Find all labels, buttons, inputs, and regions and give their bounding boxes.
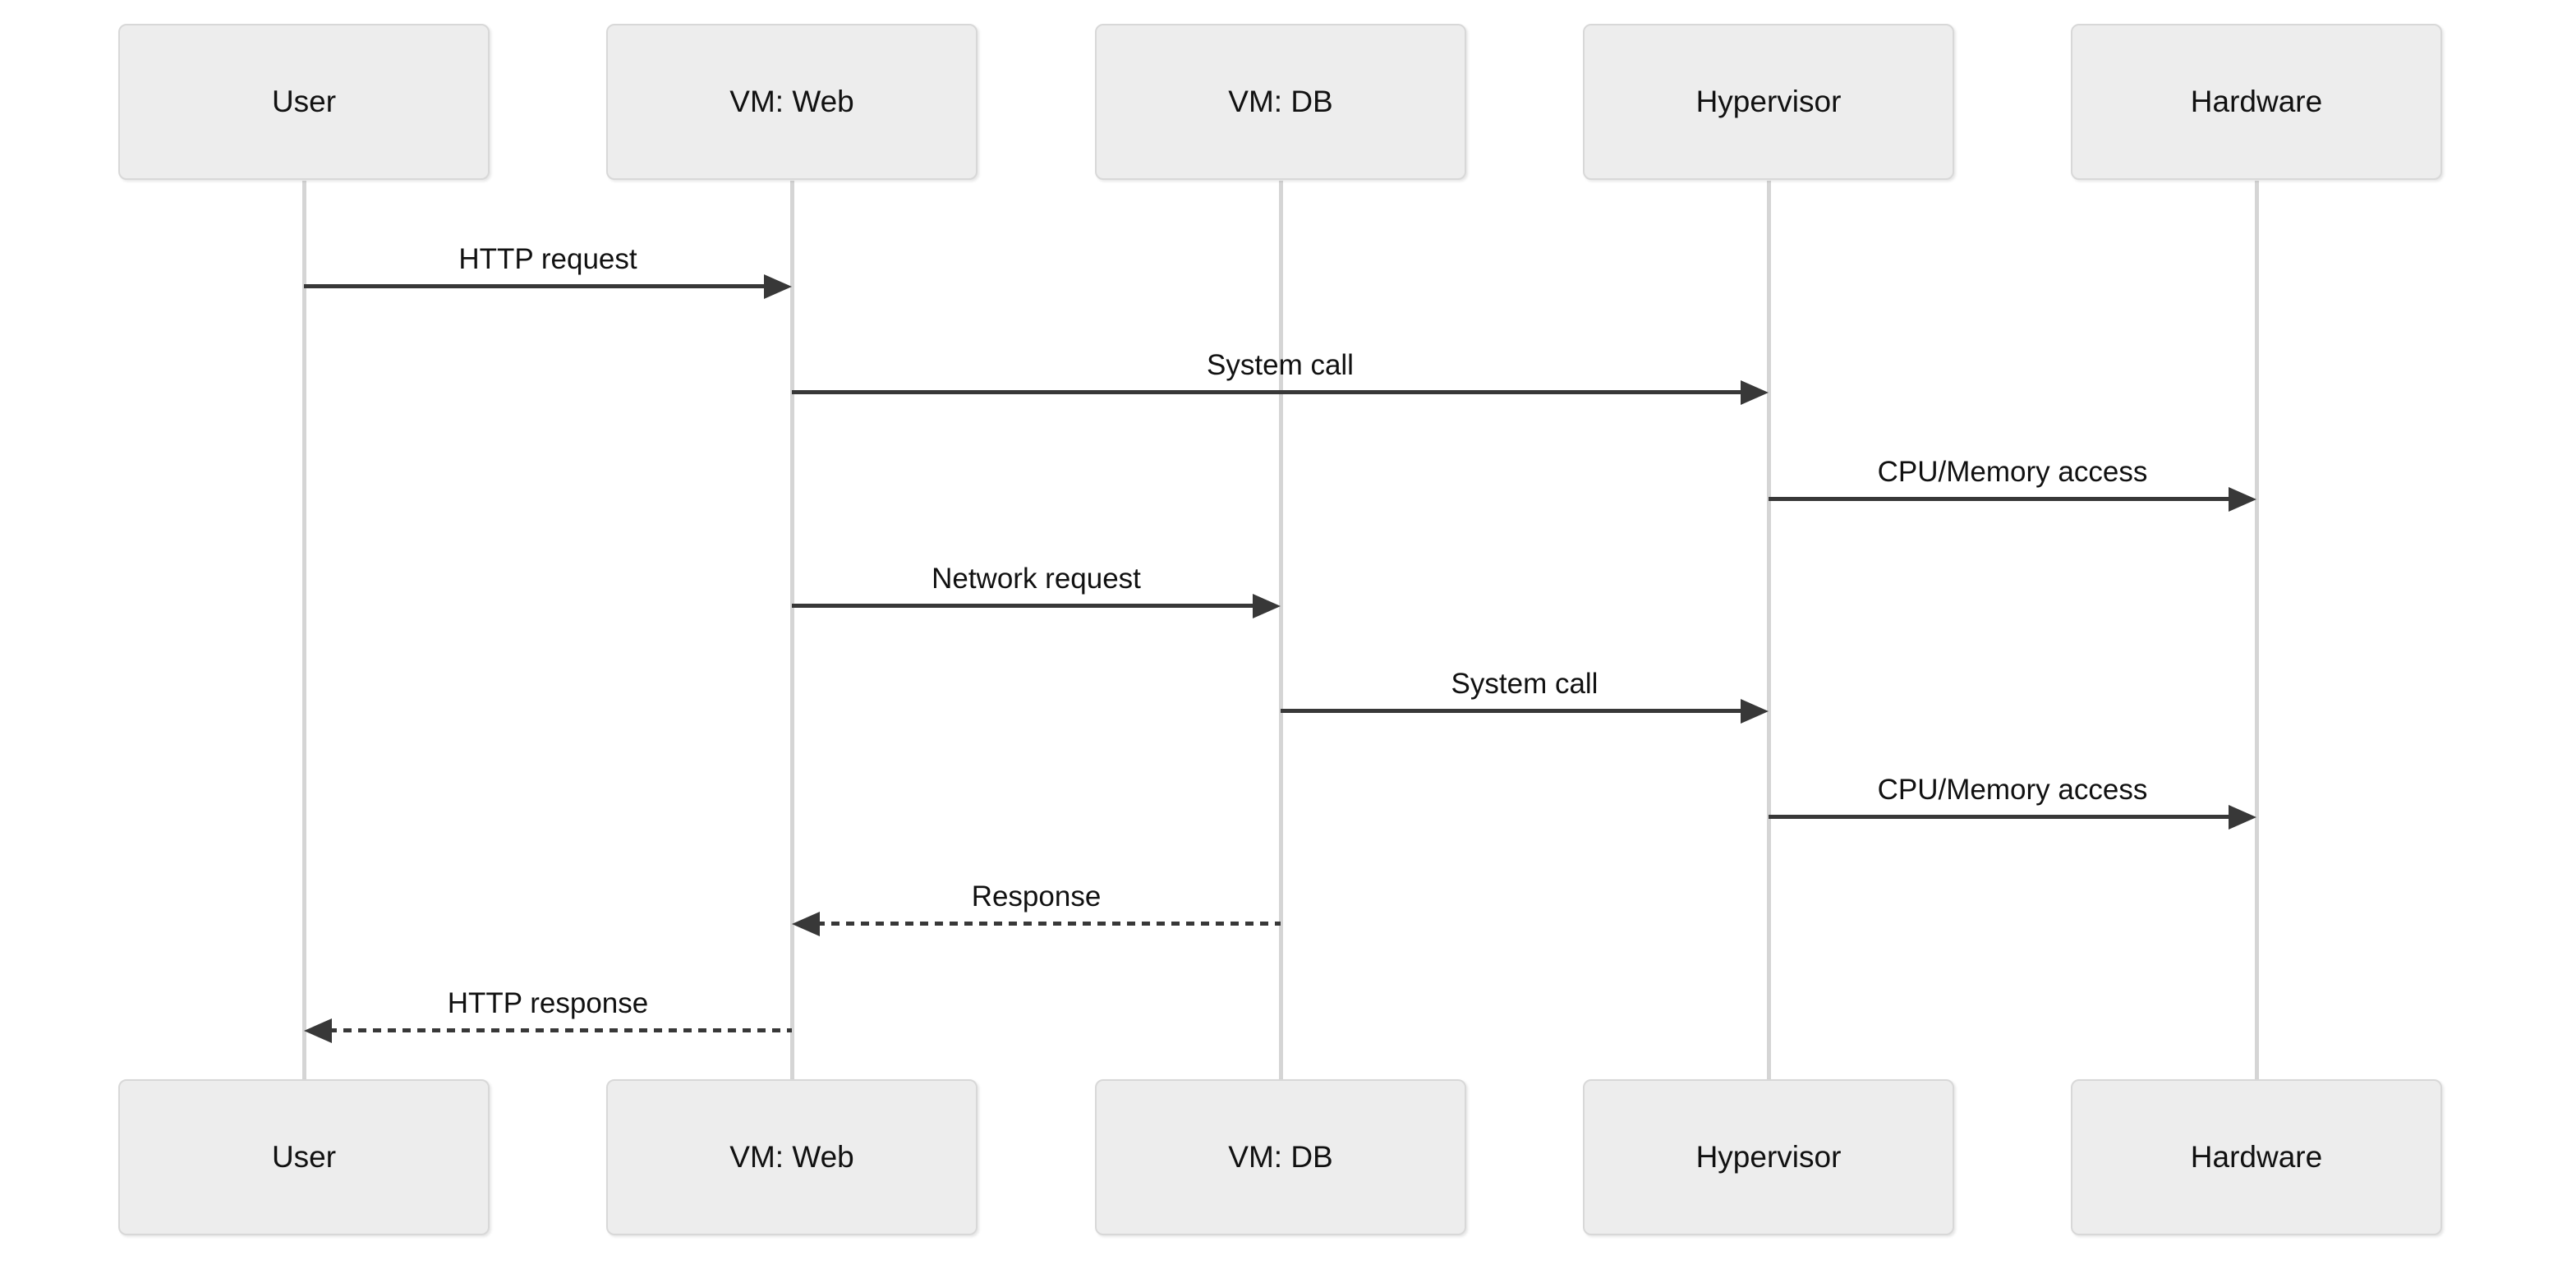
actor-label: VM: DB [1228,1140,1333,1174]
arrowhead-right-icon [1741,379,1769,405]
actor-box-user-top: User [118,24,490,180]
message-label: System call [1207,349,1354,381]
message-cpu-memory-access-1: CPU/Memory access [1769,449,2256,517]
actor-label: VM: Web [729,1140,854,1174]
message-label: CPU/Memory access [1877,456,2148,488]
actor-label: Hardware [2190,85,2323,118]
actor-label: VM: Web [729,85,854,118]
message-label: HTTP request [458,243,637,275]
message-line [816,922,1281,926]
message-line [329,1028,792,1032]
message-network-request: Network request [792,556,1281,623]
message-system-call-2: System call [1281,661,1769,729]
actor-label: User [271,85,337,118]
lifeline-hardware [2254,181,2259,1080]
message-http-request: HTTP request [304,237,792,304]
lifeline-vm-web [789,181,794,1080]
message-line [1769,497,2232,501]
actor-label: VM: DB [1228,85,1333,118]
message-label: CPU/Memory access [1877,774,2148,806]
actor-box-vm-db-top: VM: DB [1095,24,1466,180]
arrowhead-right-icon [2229,804,2256,830]
arrowhead-right-icon [764,274,792,299]
actor-label: Hypervisor [1695,1140,1842,1174]
message-http-response: HTTP response [304,981,792,1048]
arrowhead-left-icon [304,1018,332,1043]
lifeline-user [301,181,306,1080]
actor-label: Hardware [2190,1140,2323,1174]
message-label: Network request [932,563,1141,595]
arrowhead-left-icon [792,911,820,936]
message-label: System call [1451,668,1598,700]
actor-label: User [271,1140,337,1174]
message-response: Response [792,874,1281,941]
actor-box-hypervisor-top: Hypervisor [1583,24,1954,180]
arrowhead-right-icon [2229,486,2256,512]
actor-box-vm-web-bottom: VM: Web [606,1079,978,1235]
arrowhead-right-icon [1253,593,1281,618]
message-line [792,604,1256,608]
message-label: HTTP response [447,987,649,1019]
actor-box-hardware-bottom: Hardware [2071,1079,2442,1235]
message-line [304,284,767,288]
actor-box-hardware-top: Hardware [2071,24,2442,180]
actor-box-hypervisor-bottom: Hypervisor [1583,1079,1954,1235]
arrowhead-right-icon [1741,698,1769,724]
actor-box-vm-db-bottom: VM: DB [1095,1079,1466,1235]
actor-label: Hypervisor [1695,85,1842,118]
message-line [792,390,1744,394]
message-cpu-memory-access-2: CPU/Memory access [1769,767,2256,834]
lifeline-hypervisor [1766,181,1771,1080]
lifeline-vm-db [1278,181,1283,1080]
message-system-call-1: System call [792,342,1769,410]
message-line [1281,709,1744,713]
message-label: Response [971,880,1102,913]
actor-box-user-bottom: User [118,1079,490,1235]
actor-box-vm-web-top: VM: Web [606,24,978,180]
message-line [1769,815,2232,819]
